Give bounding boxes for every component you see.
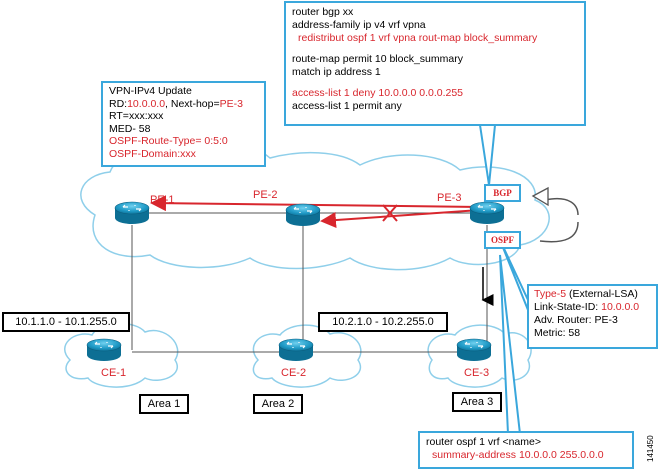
blocked-x-small [382,204,398,222]
pe3-router [469,201,505,225]
vpn-update-rt: RT=xxx:xxx [109,110,164,122]
bgp-config-line: access-list 1 permit any [292,100,402,112]
lsa-link-state-id: Link-State-ID: 10.0.0.0 [534,301,640,313]
ce1-label: CE-1 [101,367,127,379]
area-3-box: Area 3 [452,392,502,412]
bgp-config-callout: router bgp xx address-family ip v4 vrf v… [284,1,586,126]
ospf-config-line: router ospf 1 vrf <name> [426,436,541,448]
lsa-metric: Metric: 58 [534,327,581,339]
vpn-update-callout: VPN-IPv4 Update RD:10.0.0.0, Next-hop=PE… [101,81,266,167]
lsa-callout: Type-5 (External-LSA) Link-State-ID: 10.… [527,284,658,349]
update-arrow-pe2 [320,209,481,229]
ospf-tag: OSPF [484,231,521,249]
ce3-label: CE-3 [464,367,490,379]
redistribution-arrow-top [544,198,579,216]
vpn-update-rd: RD:10.0.0.0, Next-hop=PE-3 [109,97,243,110]
ce2-router [278,338,314,362]
ce2-label: CE-2 [281,367,307,379]
bgp-config-line: match ip address 1 [292,66,381,78]
ospf-config-line: summary-address 10.0.0.0 255.0.0.0 [432,449,604,461]
ospf-config-callout: router ospf 1 vrf <name> summary-address… [418,431,634,469]
vpn-update-domain: OSPF-Domain:xxx [109,147,196,160]
pe2-router [285,203,321,227]
bgp-config-line: router bgp xx [292,6,354,18]
bgp-config-line: redistribut ospf 1 vrf vpna rout-map blo… [298,32,538,44]
lsa-adv-router: Adv. Router: PE-3 [534,314,618,326]
area-1-box: Area 1 [139,394,189,414]
figure-id: 141450 [646,435,655,462]
ce1-cloud [63,322,179,388]
ce3-router [456,338,492,362]
update-arrow-pe1 [150,195,481,212]
lsa-type: Type-5 (External-LSA) [534,288,638,300]
network-range-left: 10.1.1.0 - 10.1.255.0 [2,312,130,332]
area-2-box: Area 2 [253,394,303,414]
vpn-update-med: MED- 58 [109,122,151,135]
network-range-middle: 10.2.1.0 - 10.2.255.0 [318,312,448,332]
pe2-label: PE-2 [253,189,278,201]
vpn-update-route-type: OSPF-Route-Type= 0:5:0 [109,135,228,147]
pe1-label: PE-1 [150,194,175,206]
pe3-label: PE-3 [437,192,462,204]
bgp-config-line: address-family ip v4 vrf vpna [292,19,426,31]
bgp-config-line: access-list 1 deny 10.0.0.0 0.0.0.255 [292,87,464,99]
ce1-router [86,338,122,362]
pe1-router [114,201,150,225]
vpn-update-title: VPN-IPv4 Update [109,85,192,97]
redistribution-arrow-bottom [539,221,579,243]
bgp-tag: BGP [484,184,521,202]
bgp-config-line: route-map permit 10 block_summary [292,53,463,65]
